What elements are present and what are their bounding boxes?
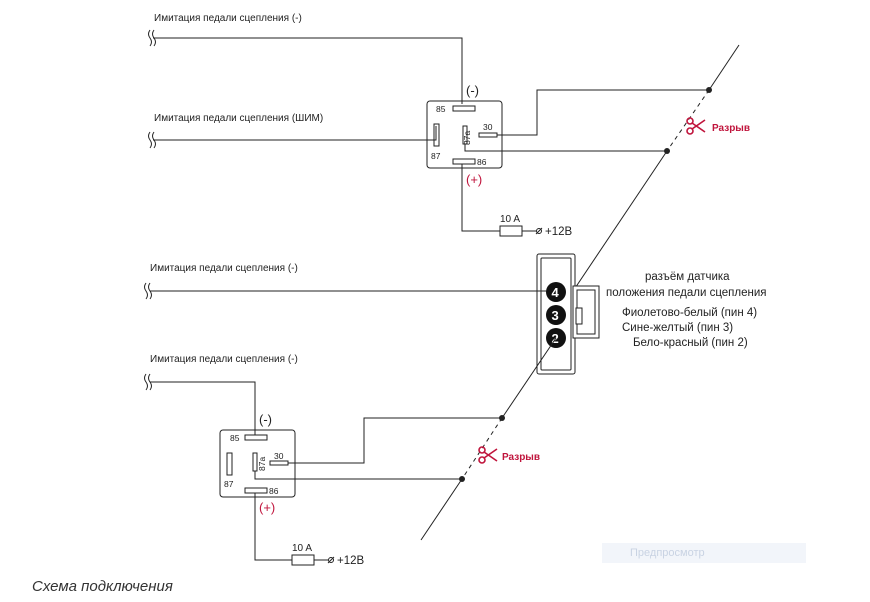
diagram-caption: Схема подключения	[32, 578, 173, 595]
pin-3-number: 3	[552, 308, 559, 323]
pin-30-label: 30	[274, 451, 284, 461]
wire-end-icon	[144, 373, 148, 391]
pin-87a-label: 87a	[257, 457, 267, 471]
break-top: Разрыв	[686, 117, 750, 135]
pin-87a-label: 87a	[462, 131, 472, 145]
connector-pin3-wire: Сине-желтый (пин 3)	[622, 322, 733, 334]
preview-watermark: Предпросмотр	[602, 543, 806, 563]
pin-85-label: 85	[436, 104, 446, 114]
pin-86-label: 86	[269, 486, 279, 496]
break-bottom: Разрыв	[478, 446, 540, 464]
wire-end-icon	[148, 131, 152, 149]
pin-30-label: 30	[483, 122, 493, 132]
connector-pin4-wire: Фиолетово-белый (пин 4)	[622, 307, 757, 319]
pin-87-label: 87	[431, 151, 441, 161]
sensor-connector: 4 3 2	[536, 253, 600, 375]
input-mid-minus-label: Имитация педали сцепления (-)	[150, 263, 298, 274]
connector-title-line1: разъём датчика	[645, 271, 730, 283]
scissors-icon	[478, 446, 498, 464]
relay-top-plus: (+)	[466, 172, 482, 187]
relay-bottom: 85 87 87a 30 86	[219, 429, 296, 498]
input-top-minus-label: Имитация педали сцепления (-)	[154, 13, 302, 24]
input-top-pwm-label: Имитация педали сцепления (ШИМ)	[154, 113, 323, 124]
wire-end-icon	[144, 282, 148, 300]
connector-pin2-wire: Бело-красный (пин 2)	[633, 337, 748, 349]
supply-bottom-label: +12В	[337, 555, 365, 567]
supply-top-label: +12В	[545, 226, 573, 238]
relay-bottom-plus: (+)	[259, 500, 275, 515]
pin-87-label: 87	[224, 479, 234, 489]
scissors-icon	[686, 117, 706, 135]
fuse-top-rating: 10 A	[500, 214, 520, 225]
pin-4-number: 4	[552, 285, 560, 300]
wire-end-icon	[148, 29, 152, 47]
relay-bottom-minus: (-)	[259, 412, 272, 427]
fuse-bottom-rating: 10 A	[292, 543, 312, 554]
break-top-label: Разрыв	[712, 123, 750, 134]
connector-title-line2: положения педали сцепления	[606, 287, 767, 299]
input-bottom-minus-label: Имитация педали сцепления (-)	[150, 354, 298, 365]
pin-85-label: 85	[230, 433, 240, 443]
relay-top-minus: (-)	[466, 83, 479, 98]
pin-86-label: 86	[477, 157, 487, 167]
break-bottom-label: Разрыв	[502, 452, 540, 463]
relay-top: 85 87 87a 30 86	[426, 100, 503, 169]
